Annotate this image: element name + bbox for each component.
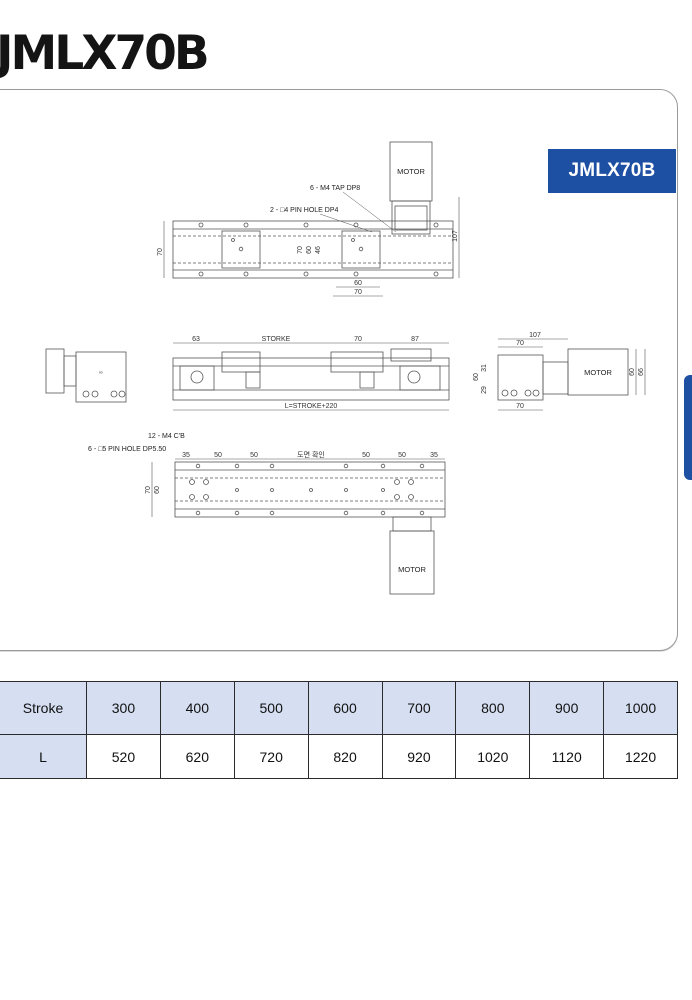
bottom-dim-50-d: 50 [398, 452, 406, 459]
bottom-motor-body [389, 530, 435, 595]
top-motor-plate [394, 205, 428, 231]
end-dim-70-top: 70 [516, 340, 524, 347]
front-end-block-left [179, 365, 215, 391]
stroke-cell: 600 [307, 681, 383, 735]
length-cell: 820 [307, 734, 383, 779]
bottom-rail-body [174, 461, 446, 518]
front-dim-63: 63 [192, 336, 200, 343]
front-dim-87: 87 [411, 336, 419, 343]
row-label-stroke: Stroke [0, 681, 87, 735]
top-dim-70-center: 70 [297, 246, 304, 254]
top-view: MOTOR 70 107 70 60 46 60 70 6 - M4 TAP D… [157, 141, 460, 297]
model-badge: JMLX70B [548, 149, 676, 193]
end-view: 107 70 MOTOR 60 31 29 70 60 66 [473, 332, 646, 411]
end-dim-29: 29 [481, 386, 488, 394]
spec-table: Stroke 300 400 500 600 700 800 900 1000 … [0, 681, 678, 779]
bottom-confirm-label: 도면 확인 [297, 450, 325, 459]
end-dim-31: 31 [481, 364, 488, 372]
bottom-dim-50-a: 50 [214, 452, 222, 459]
page-title: JMLX70B [0, 26, 210, 81]
top-dim-46-center: 46 [315, 246, 322, 254]
length-cell: 720 [233, 734, 309, 779]
stroke-cell: 900 [529, 681, 605, 735]
bottom-dim-70: 70 [145, 486, 152, 494]
top-rail-body [172, 220, 454, 279]
top-motor-label: MOTOR [397, 167, 425, 176]
front-carriage-right-top [330, 351, 384, 373]
top-dim-107-right: 107 [452, 230, 459, 242]
stroke-cell: 700 [381, 681, 457, 735]
bottom-view: 12 - M4 C'B 6 - □5 PIN HOLE DP5.50 35 50… [88, 433, 446, 595]
top-pin-note: 2 - □4 PIN HOLE DP4 [270, 207, 339, 214]
top-carriage-right [341, 230, 381, 269]
length-cell: 1220 [603, 734, 678, 779]
end-dim-60-left: 60 [473, 373, 480, 381]
front-carriage-left-top [221, 351, 261, 373]
front-length-label: L=STROKE+220 [285, 403, 338, 410]
stroke-cell: 1000 [603, 681, 678, 735]
bottom-cb-note: 12 - M4 C'B [148, 433, 185, 440]
left-side-view: ∞ [45, 348, 127, 403]
left-brand-mark: ∞ [99, 370, 103, 376]
end-motor-label: MOTOR [584, 368, 612, 377]
top-dim-70-bottom: 70 [354, 289, 362, 296]
stroke-cell: 300 [86, 681, 161, 735]
bottom-dim-60: 60 [154, 486, 161, 494]
bottom-dim-35-right: 35 [430, 452, 438, 459]
table-row-length: L 520 620 720 820 920 1020 1120 1220 [0, 734, 678, 779]
end-dim-66: 66 [638, 368, 645, 376]
top-dim-60-center: 60 [306, 246, 313, 254]
bottom-dim-35-left: 35 [182, 452, 190, 459]
bottom-motor-coupling [392, 516, 432, 532]
front-end-block-right [399, 365, 441, 391]
front-dim-70: 70 [354, 336, 362, 343]
length-cell: 520 [86, 734, 161, 779]
top-dim-60-bottom: 60 [354, 280, 362, 287]
bottom-motor-label: MOTOR [398, 565, 426, 574]
end-dim-60-right: 60 [629, 368, 636, 376]
length-cell: 920 [381, 734, 457, 779]
table-row-stroke: Stroke 300 400 500 600 700 800 900 1000 [0, 681, 678, 735]
row-label-length: L [0, 734, 87, 779]
bottom-pin-note: 6 - □5 PIN HOLE DP5.50 [88, 446, 166, 453]
top-tap-note: 6 - M4 TAP DP8 [310, 185, 360, 192]
length-cell: 1120 [529, 734, 605, 779]
technical-drawing: MOTOR 70 107 70 60 46 60 70 6 - M4 TAP D… [45, 141, 646, 595]
end-profile [497, 354, 544, 401]
front-motor-bracket [390, 348, 432, 362]
length-cell: 620 [159, 734, 235, 779]
bottom-dim-50-c: 50 [362, 452, 370, 459]
end-motor-body [567, 348, 629, 396]
front-rail-body [172, 357, 450, 401]
front-view: 63 STORKE 70 87 L=STROKE+220 [172, 336, 450, 411]
left-motor-stub [45, 348, 65, 394]
top-dim-70-left: 70 [157, 248, 164, 256]
top-motor-flange [391, 200, 431, 235]
bottom-dim-50-b: 50 [250, 452, 258, 459]
stroke-cell: 800 [455, 681, 531, 735]
front-stroke-label: STORKE [262, 336, 291, 343]
left-end-plate [75, 351, 127, 403]
side-tab [684, 375, 692, 480]
top-carriage-left [221, 230, 261, 269]
end-dim-107: 107 [529, 332, 541, 339]
end-dim-70-bottom: 70 [516, 403, 524, 410]
stroke-cell: 400 [159, 681, 235, 735]
length-cell: 1020 [455, 734, 531, 779]
stroke-cell: 500 [233, 681, 309, 735]
